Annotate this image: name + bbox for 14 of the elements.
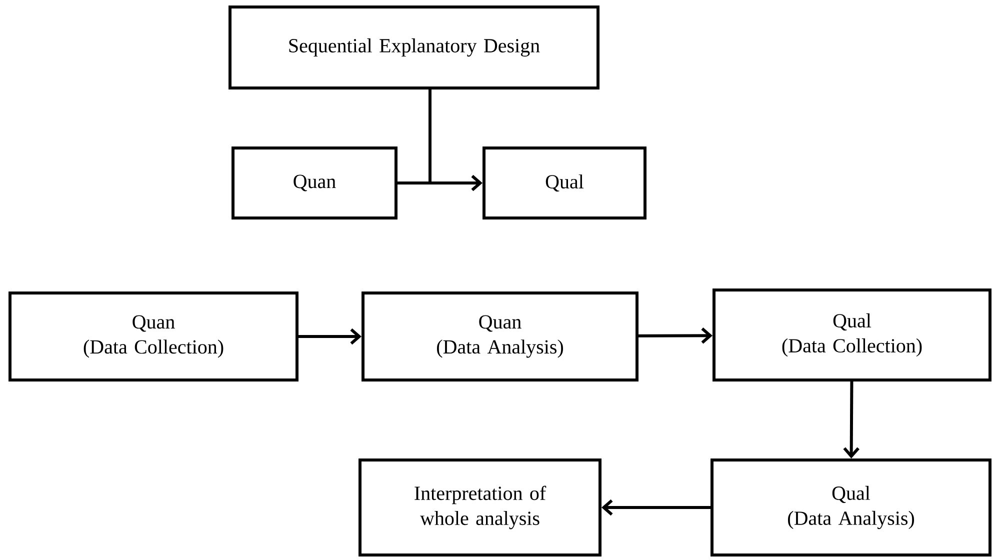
process-box: Quan <box>232 146 398 220</box>
arrow <box>398 174 482 192</box>
process-box: Interpretation of whole analysis <box>358 458 602 556</box>
process-box: Quan (Data Collection) <box>8 292 298 382</box>
arrow <box>843 382 860 458</box>
process-box: Qual <box>482 146 646 220</box>
arrow <box>602 499 710 516</box>
arrow <box>298 328 362 345</box>
connector-line <box>428 90 432 183</box>
process-box: Qual (Data Analysis) <box>710 458 992 556</box>
arrow <box>638 328 712 344</box>
process-box: Qual (Data Collection) <box>712 288 992 382</box>
process-box: Quan (Data Analysis) <box>362 292 638 382</box>
process-box: Sequential Explanatory Design <box>228 6 600 90</box>
